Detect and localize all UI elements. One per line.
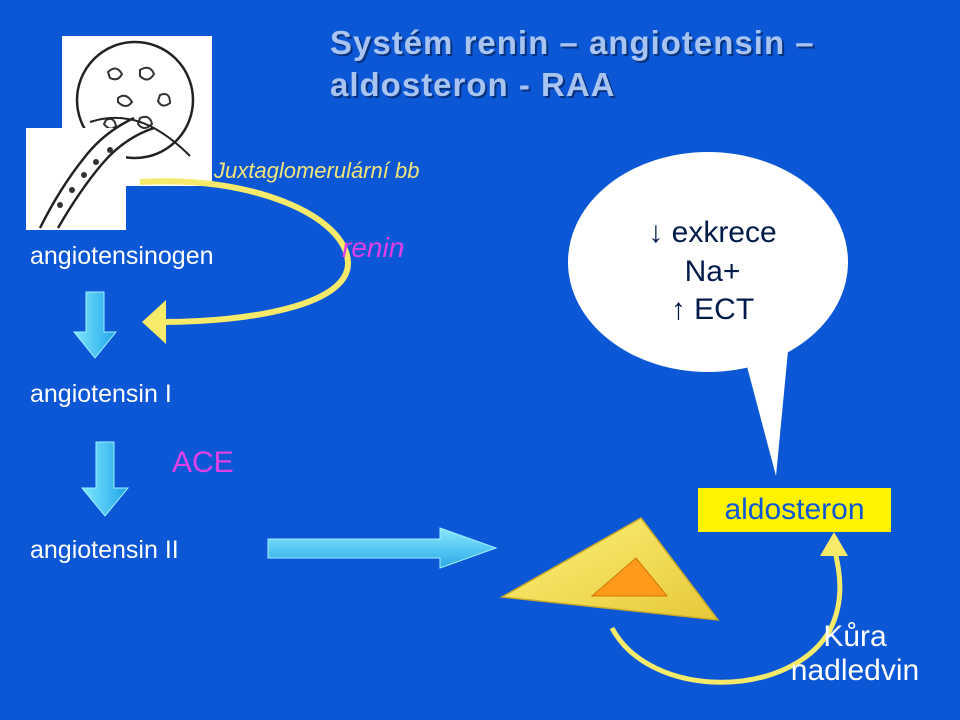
right-arrow (267, 527, 498, 569)
angiotensin-1-label: angiotensin I (30, 380, 172, 408)
bubble-line-1: ↓ exkrece (648, 216, 777, 249)
angiotensinogen-label: angiotensinogen (30, 242, 214, 270)
title-line-1: Systém renin – angiotensin – (330, 24, 815, 61)
speech-bubble (568, 152, 848, 476)
aldosteron-curved-arrow (609, 532, 848, 685)
ace-label: ACE (172, 446, 234, 479)
juxtaglomerular-label: Juxtaglomerulární bb (214, 158, 420, 183)
renin-curved-arrow (139, 178, 352, 344)
adrenal-cortex-triangle (499, 517, 720, 621)
angiotensin-2-label: angiotensin II (30, 536, 179, 564)
page-title: Systém renin – angiotensin – aldosteron … (330, 22, 930, 106)
adrenal-cortex-label-line-1: Kůra (823, 620, 887, 653)
adrenal-cortex-label-line-2: nadledvin (790, 654, 920, 687)
kidney-tubule-illustration (26, 36, 212, 230)
renin-label: renin (342, 232, 405, 263)
aldosteron-box: aldosteron (698, 488, 891, 532)
bubble-line-2: Na+ (684, 255, 741, 288)
adrenal-cortex-label: Kůra nadledvin (780, 620, 930, 688)
title-line-2: aldosteron - RAA (330, 66, 616, 103)
bubble-line-3: ↑ ECT (670, 293, 755, 326)
down-arrow-2 (80, 441, 130, 517)
down-arrow-1 (72, 291, 118, 359)
